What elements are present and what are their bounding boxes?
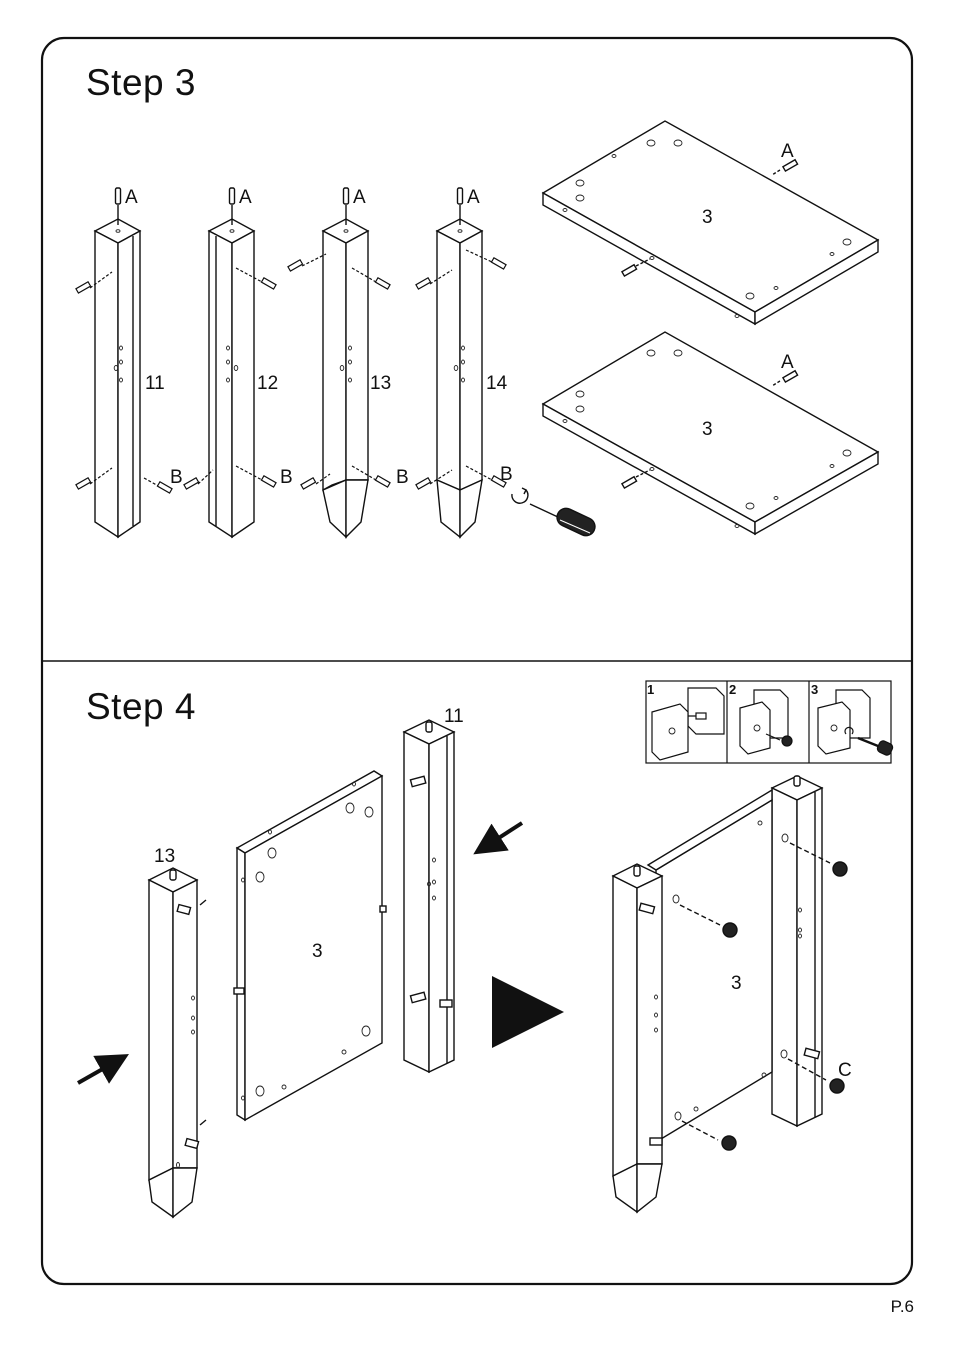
leg-11-label: 11: [145, 373, 165, 394]
panel-3-top-label: 3: [702, 207, 713, 228]
cam-lock-c-label: C: [838, 1060, 852, 1081]
inset-step-2-label: 2: [729, 682, 736, 697]
leg-12: [209, 188, 254, 537]
leg-14: [437, 188, 482, 537]
step4-leg-13-label: 13: [154, 846, 175, 867]
leg-11: [95, 188, 140, 537]
leg-13-label: 13: [370, 373, 391, 394]
inset-step-3-label: 3: [811, 682, 818, 697]
assembled-panel-3-label: 3: [731, 973, 742, 994]
page-number: P.6: [891, 1297, 914, 1317]
leg-13-screw-label: B: [396, 467, 409, 488]
leg-11-dowel-label: A: [125, 187, 138, 208]
leg-13-dowel-label: A: [353, 187, 366, 208]
leg-12-dowel-label: A: [239, 187, 252, 208]
screwdriver-icon: [512, 488, 598, 539]
step4-leg-13: [149, 868, 206, 1217]
leg-14-screw-label: B: [500, 464, 513, 485]
assembled-frame: [613, 776, 847, 1212]
leg-holes: [114, 230, 464, 382]
leg-13: [323, 188, 368, 537]
panel-3-top-dowel-label: A: [781, 141, 794, 162]
panel-3-bottom-dowel-label: A: [781, 352, 794, 373]
panel-3-bottom-label: 3: [702, 419, 713, 440]
inset-cam-lock-steps: [646, 681, 894, 763]
step4-panel-3: [234, 771, 386, 1120]
leg-14-label: 14: [486, 373, 508, 394]
step4-leg-11-label: 11: [444, 706, 464, 727]
step4-leg-11: [404, 720, 454, 1072]
step-4-title: Step 4: [86, 686, 196, 728]
leg-11-screw-label: B: [170, 467, 183, 488]
step-3-title: Step 3: [86, 62, 196, 104]
leg-12-screw-label: B: [280, 467, 293, 488]
leg-14-dowel-label: A: [467, 187, 480, 208]
step4-panel-3-label: 3: [312, 941, 323, 962]
leg-12-label: 12: [257, 373, 278, 394]
inset-step-1-label: 1: [647, 682, 654, 697]
